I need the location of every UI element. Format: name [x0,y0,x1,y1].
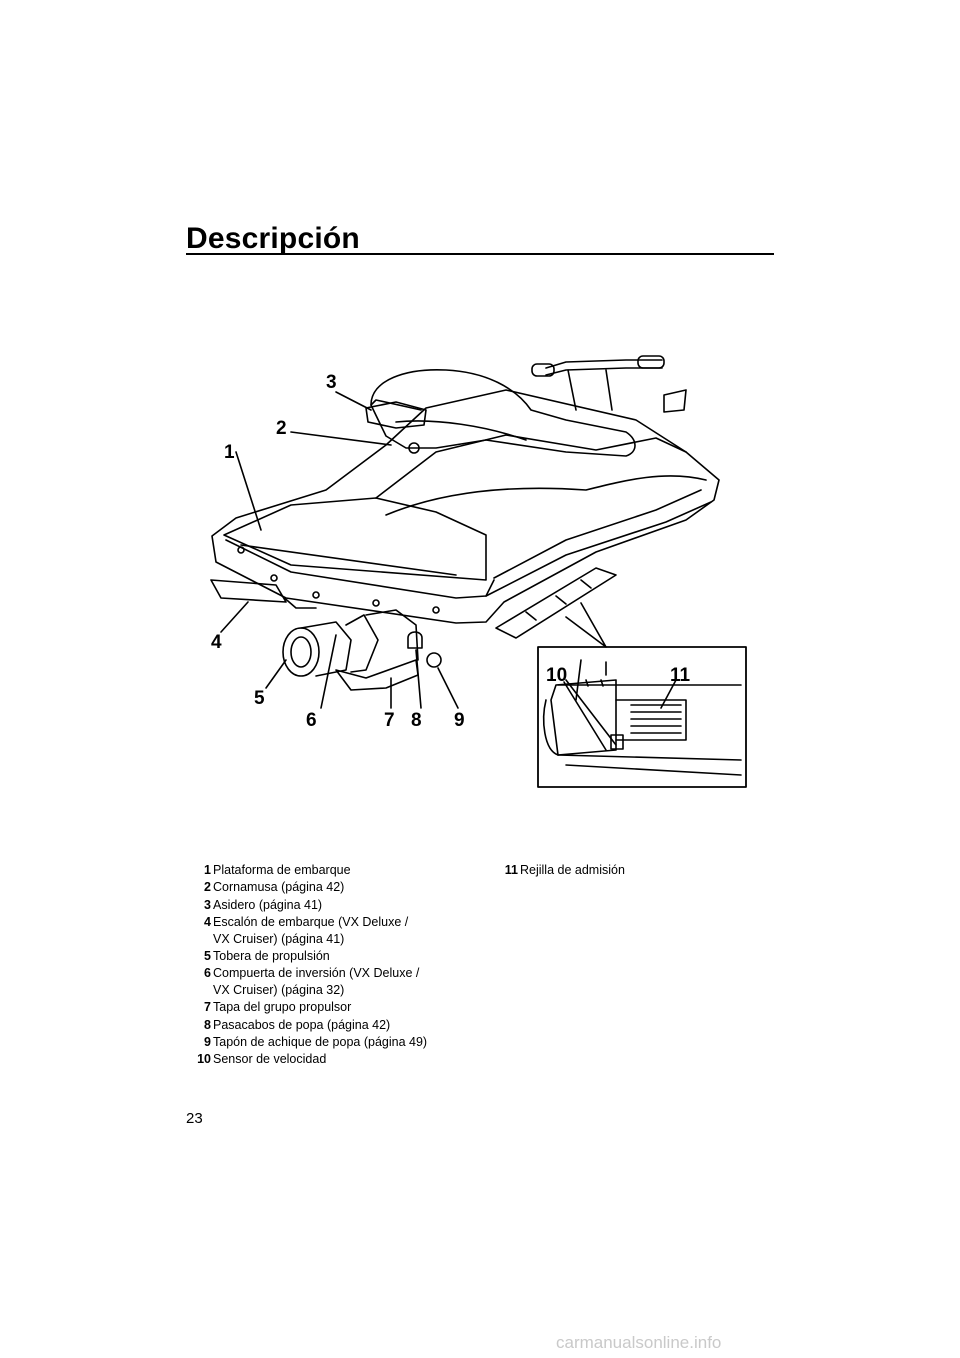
drain-plug [426,652,442,668]
transom [365,609,419,661]
inset-box [537,646,747,788]
pump-cover [335,659,419,691]
cleat [408,442,420,454]
leader-3 [335,391,372,411]
inset-pointer [565,602,607,648]
jet-nozzle-inner [290,636,312,668]
callout-1: 1 [224,442,235,463]
side-stripe [493,489,702,579]
callout-8: 8 [411,710,422,731]
grab-handle [365,401,427,429]
step-arm [280,594,317,609]
deck-edge [225,539,495,599]
leader-4 [220,601,249,633]
leader-11 [660,679,677,709]
reverse-gate [345,614,379,673]
mirror [663,389,687,413]
watercraft-illustration: 1 2 3 4 5 6 7 8 9 10 11 [210,355,747,788]
page-number: 23 [186,1110,203,1127]
deck-platform [223,497,487,581]
callout-3: 3 [326,372,337,393]
title-rule [186,253,774,255]
nozzle-body [300,621,352,677]
callout-11: 11 [670,665,691,686]
callout-2: 2 [276,418,287,439]
side-rail [495,567,617,639]
callout-4: 4 [211,632,222,653]
seat-back [370,399,422,411]
hull-curve [385,475,707,516]
callout-7: 7 [384,710,395,731]
inset-detail [542,659,742,776]
leader-6 [320,634,337,709]
handle-grip-right [637,355,665,369]
leader-9 [437,667,459,709]
side-stripe-2 [485,501,712,597]
callout-10: 10 [546,665,567,686]
leader-1 [235,451,262,531]
deck-line [240,544,457,576]
callout-9: 9 [454,710,465,731]
hull-outline [211,389,720,624]
leader-2 [290,431,392,446]
hull-panel [375,434,687,499]
seat-line [395,420,527,441]
callout-5: 5 [254,688,265,709]
leader-8 [415,649,422,709]
boarding-step [210,579,287,603]
page-title: Descripción [186,222,360,255]
jet-nozzle [282,627,320,677]
seat-outline [370,369,636,457]
callout-6: 6 [306,710,317,731]
steering-column [567,369,613,411]
leader-5 [265,659,287,689]
eyelet [407,631,423,649]
watermark: carmanualsonline.info [556,1333,722,1352]
leader-10 [563,679,617,751]
handle-grip-left [531,363,555,377]
